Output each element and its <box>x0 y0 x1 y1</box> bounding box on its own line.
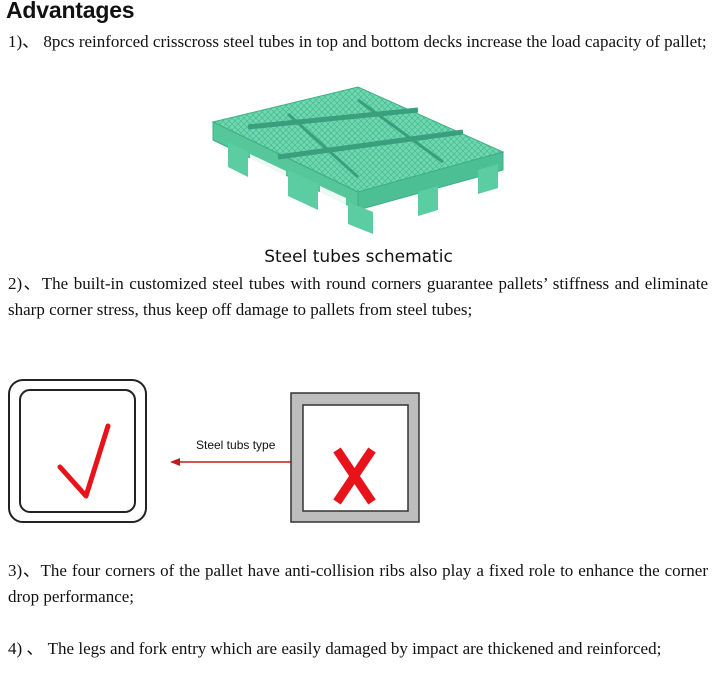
tube-type-label: Steel tubs type <box>196 438 276 452</box>
double-arrow-icon <box>170 458 302 466</box>
figure-caption: Steel tubes schematic <box>264 247 453 267</box>
steel-tube-diagram <box>8 379 420 523</box>
point-4: 4) 、 The legs and fork entry which are e… <box>8 639 662 658</box>
page-heading: Advantages <box>6 0 135 23</box>
pallet-image <box>211 86 505 234</box>
point-2: 2)、The built-in customized steel tubes w… <box>8 274 708 319</box>
point-1: 1)、 8pcs reinforced crisscross steel tub… <box>8 32 707 51</box>
check-mark-icon <box>57 423 111 499</box>
rounded-tube-inner <box>19 389 136 513</box>
square-tube-inner <box>302 404 409 512</box>
point-3: 3)、The four corners of the pallet have a… <box>8 561 708 606</box>
cross-mark-icon <box>333 447 376 505</box>
